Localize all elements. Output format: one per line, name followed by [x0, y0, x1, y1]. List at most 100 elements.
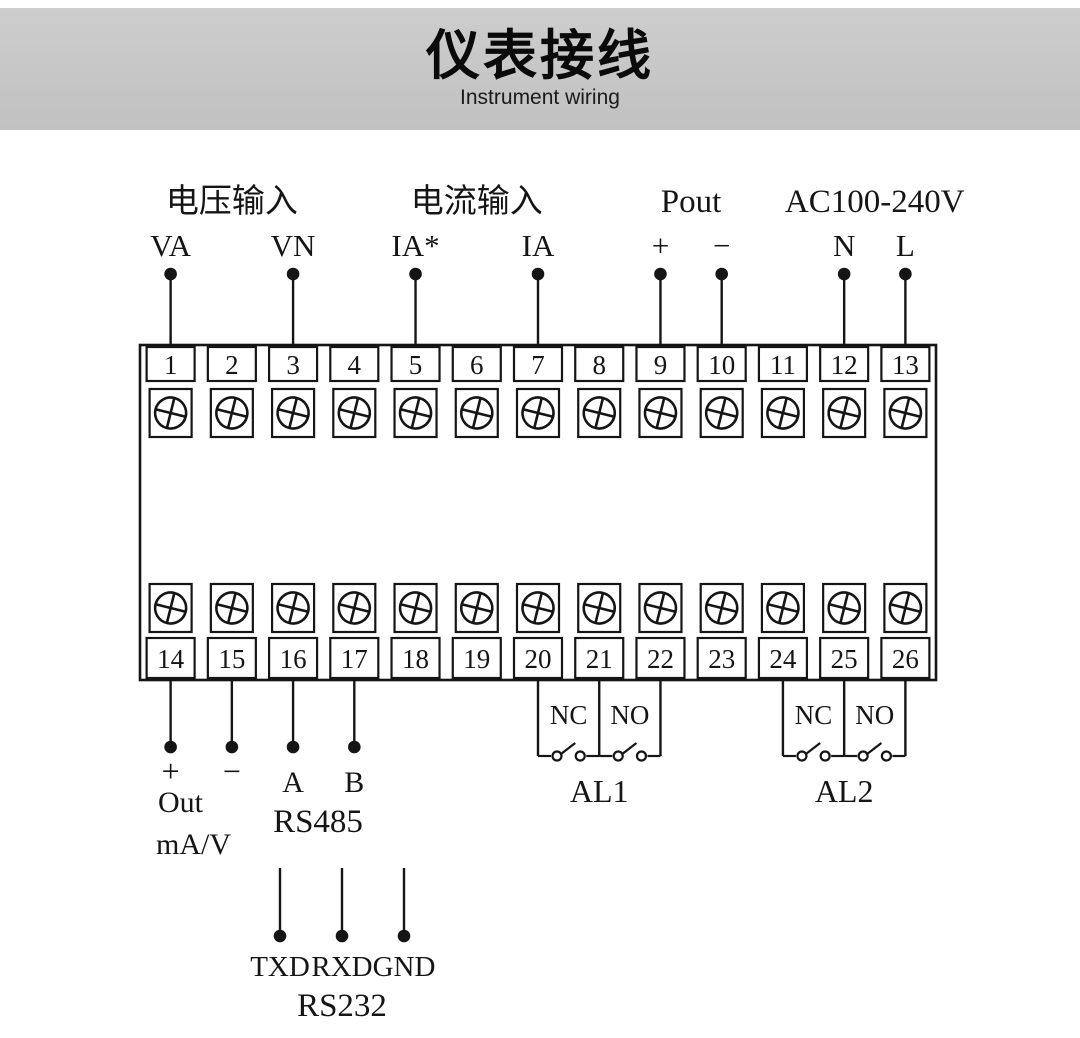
terminal-number: 20 [525, 644, 552, 674]
terminal-number-box [329, 345, 380, 383]
screw-housing [148, 387, 193, 439]
screw-icon [398, 591, 433, 625]
terminal-number-box [574, 636, 625, 680]
terminal-number-box [696, 345, 747, 383]
terminal-block [138, 343, 938, 682]
terminal-number-box [512, 636, 564, 680]
screw-icon [153, 591, 188, 625]
screw-housing [270, 582, 316, 634]
terminal-number: 1 [164, 350, 178, 380]
screw-icon [337, 396, 372, 430]
pin-label: IA* [391, 228, 439, 263]
terminal-number: 6 [470, 350, 484, 380]
screw-housing [822, 582, 867, 634]
pin-label: IA [522, 228, 555, 263]
pin-label: + [652, 228, 669, 263]
screw-icon [766, 591, 800, 625]
screw-icon [643, 396, 678, 430]
screw-housing [332, 582, 377, 634]
connection-dot [164, 267, 177, 281]
connection-dot [715, 267, 728, 281]
screw-housing [332, 387, 377, 439]
contact-point [612, 750, 624, 762]
connection-dot [273, 929, 287, 943]
screw-icon [704, 396, 739, 430]
terminal-number-box [390, 345, 441, 383]
relay-al1-no-label: NO [610, 700, 649, 730]
out-label: mA/V [156, 828, 231, 861]
terminal-number-box [757, 636, 809, 680]
terminal-number: 4 [348, 350, 362, 380]
terminal-number: 7 [531, 350, 545, 380]
screw-icon [459, 591, 494, 625]
terminal-number: 8 [592, 350, 606, 380]
relay-al2-label: AL2 [815, 773, 874, 809]
screw-icon [459, 396, 494, 430]
screw-housing [883, 387, 928, 439]
screw-housing [515, 582, 561, 634]
terminal-number: 21 [586, 644, 613, 674]
screw-icon [827, 591, 861, 625]
screw-icon [215, 591, 249, 625]
screw-icon [582, 591, 617, 625]
switch-lever [621, 742, 638, 755]
rs232-label: RS232 [297, 988, 387, 1024]
connection-dot [164, 740, 177, 754]
relay-al1-nc-label: NC [550, 700, 588, 730]
header-banner: 仪表接线 Instrument wiring [0, 8, 1080, 130]
screw-housing [454, 582, 499, 634]
contact-point [635, 750, 648, 762]
group-label: AC100-240V [785, 184, 965, 220]
terminal-number: 9 [654, 350, 668, 380]
terminal-number: 12 [831, 350, 858, 380]
screw-housing [638, 387, 683, 439]
screw-icon [276, 396, 310, 430]
screw-housing [209, 387, 254, 439]
terminal-number-box [880, 345, 931, 383]
contact-point [819, 750, 831, 762]
relay-al1-label: AL1 [570, 773, 629, 809]
pin-label: + [162, 753, 180, 789]
terminal-number: 14 [157, 644, 185, 674]
screw-icon [153, 396, 188, 430]
pin-label: VA [150, 228, 191, 263]
connection-dot [286, 740, 300, 754]
screw-icon [215, 396, 249, 430]
terminal-number-box [390, 636, 441, 680]
terminal-number-box [512, 345, 564, 383]
screw-icon [827, 396, 861, 430]
group-label: 电流输入 [411, 183, 543, 220]
screw-housing [209, 582, 254, 634]
screw-icon [398, 396, 433, 430]
pin-label: L [896, 228, 915, 263]
terminal-number-box [574, 345, 625, 383]
connection-dot [837, 267, 851, 281]
contact-point [574, 750, 586, 762]
screw-icon [888, 591, 923, 625]
terminal-number: 23 [708, 644, 735, 674]
screw-housing [577, 582, 622, 634]
terminal-number-box [757, 345, 809, 383]
connection-dot [348, 740, 361, 754]
terminal-number-box [145, 345, 196, 383]
screw-icon [704, 591, 739, 625]
screw-icon [582, 396, 617, 430]
connection-dot [335, 929, 349, 943]
screw-housing [822, 387, 867, 439]
terminal-number: 11 [770, 350, 796, 380]
connection-dot [225, 740, 239, 754]
terminal-number: 3 [286, 350, 300, 380]
pin-label: N [833, 228, 855, 263]
screw-icon [643, 591, 678, 625]
page-title: 仪表接线 [426, 25, 654, 86]
switch-lever [805, 742, 821, 755]
connection-dot [286, 267, 300, 281]
screw-icon [766, 396, 800, 430]
screw-icon [521, 396, 555, 430]
contact-point [796, 750, 808, 762]
contact-point [857, 750, 869, 762]
screw-housing [699, 582, 744, 634]
terminal-number-box [696, 636, 747, 680]
terminal-number: 2 [225, 350, 239, 380]
